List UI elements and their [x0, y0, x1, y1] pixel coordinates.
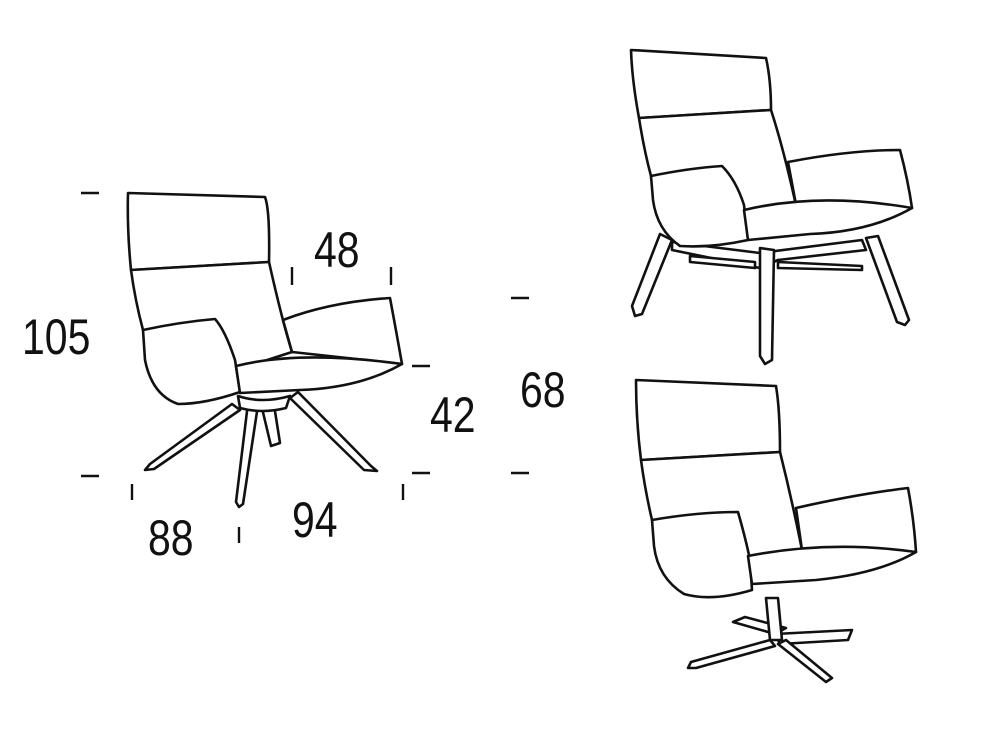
chair-leg-front-left	[143, 402, 242, 472]
chair-leg-front-center	[234, 401, 260, 509]
chair-armrest	[281, 296, 404, 366]
swivel-chair-headrest	[634, 378, 782, 462]
dimension-label-88: 88	[148, 510, 194, 566]
swivel-base-arm-left	[686, 638, 777, 670]
wood-chair-armrest	[786, 148, 914, 212]
wood-stretcher-lower	[688, 254, 864, 272]
dimension-label-94: 94	[292, 492, 338, 548]
wood-chair-seat	[742, 199, 914, 242]
swivel-chair-seat	[746, 545, 918, 586]
dimension-label-42: 42	[430, 387, 476, 443]
swivel-chair-shell	[650, 510, 754, 599]
swivel-base-arm-front	[776, 638, 834, 684]
dimension-label-105: 105	[22, 309, 90, 365]
main-chair-drawing	[126, 191, 404, 509]
dimension-label-68: 68	[520, 362, 566, 418]
wood-leg-back-right	[864, 234, 911, 327]
chair-seat	[234, 356, 404, 395]
chair-variant-swivel	[634, 378, 918, 684]
chair-variant-wood-legs	[629, 48, 914, 366]
dimension-labels: 105 48 42 68 88 94	[22, 222, 566, 566]
chair-headrest	[126, 191, 271, 272]
chair-leg-back-right	[288, 390, 379, 473]
wood-chair-headrest	[629, 48, 773, 120]
chair-base-hub	[236, 394, 292, 413]
wood-leg-front-left	[630, 232, 674, 318]
swivel-chair-armrest	[794, 486, 918, 554]
dimension-ticks	[81, 191, 529, 543]
wood-leg-front-center	[758, 246, 776, 366]
swivel-base-column	[764, 596, 784, 642]
dimension-label-48: 48	[314, 222, 360, 278]
